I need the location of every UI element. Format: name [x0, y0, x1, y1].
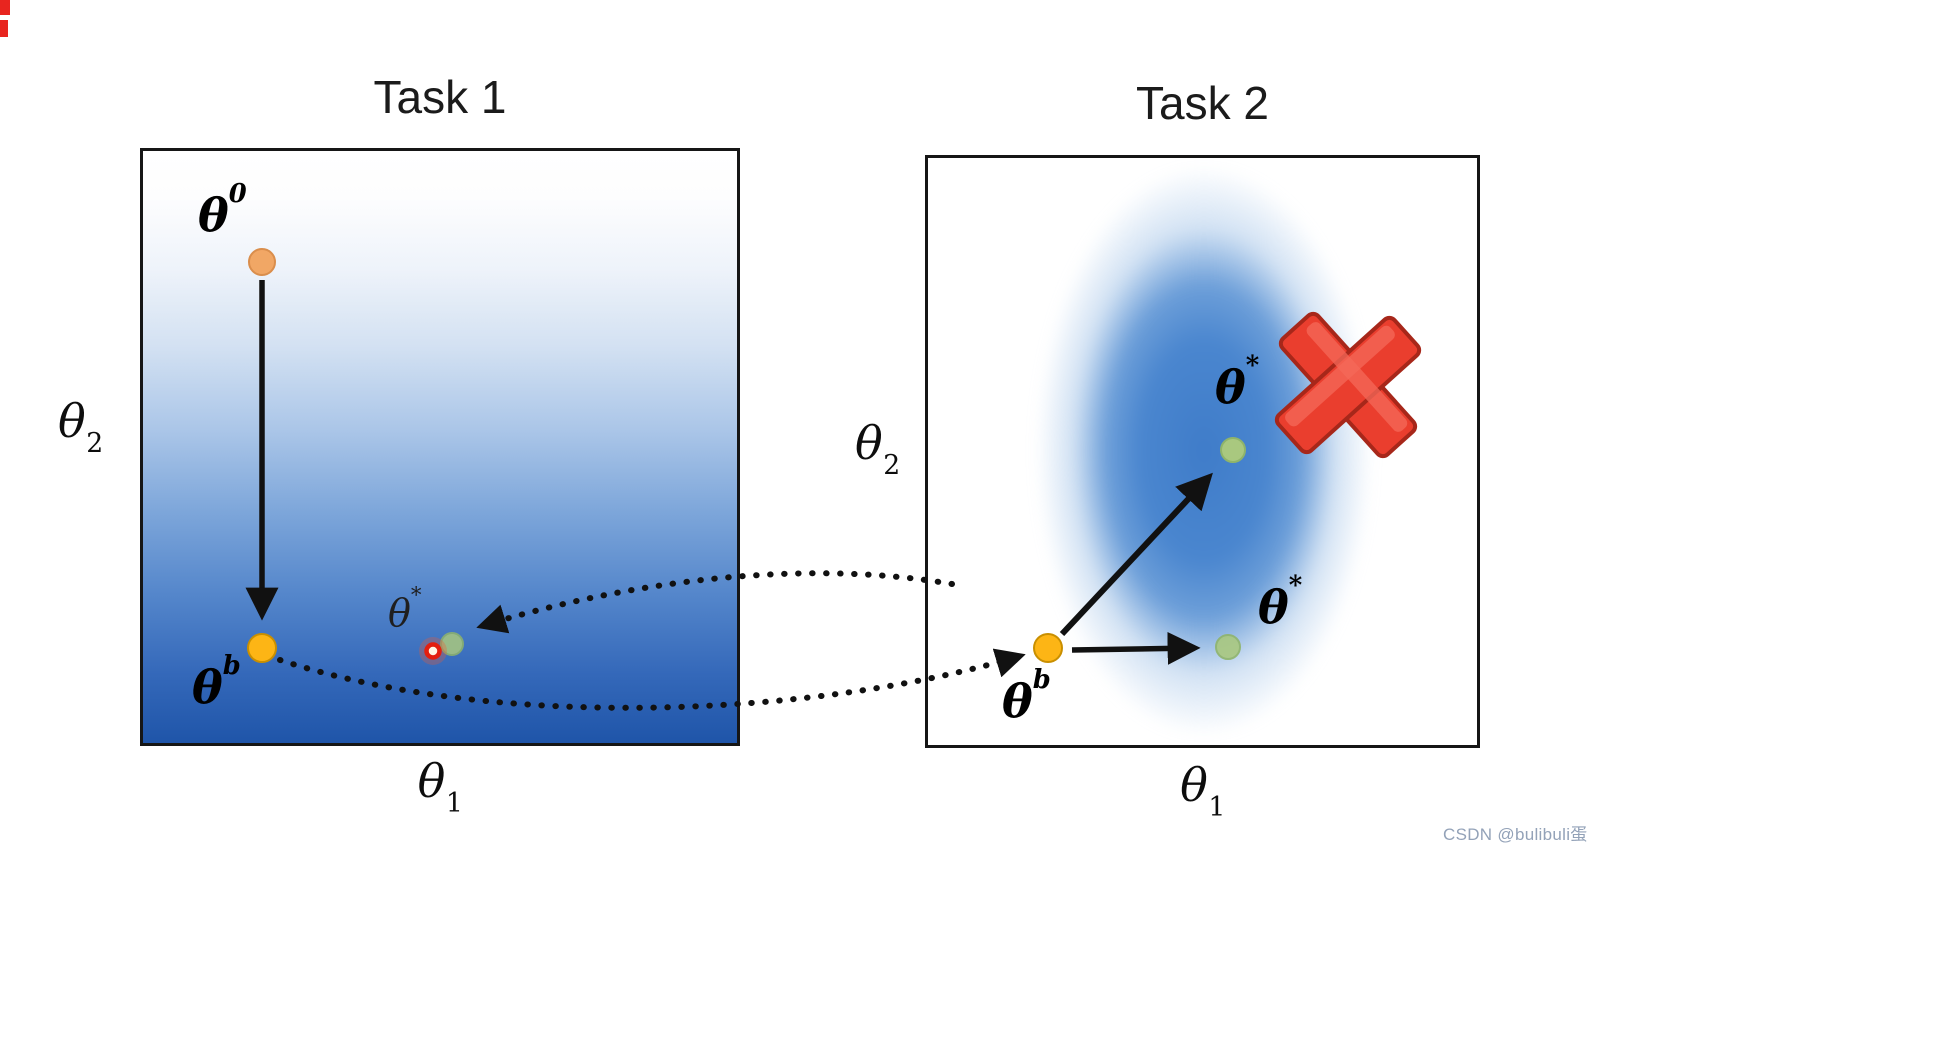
task2-low-loss-basin	[1036, 166, 1372, 736]
theta-superscript: b	[1032, 664, 1051, 695]
axis-subscript: 1	[445, 787, 463, 819]
theta-superscript: 0	[228, 178, 247, 209]
transfer-curve-to-task1	[476, 570, 955, 634]
theta-superscript: *	[1288, 570, 1303, 601]
watermark-text: CSDN @bulibuli蛋	[1443, 825, 1588, 844]
theta-superscript: *	[410, 582, 422, 608]
axis-subscript: 2	[86, 427, 104, 459]
theta-star-label-task1: θ*	[388, 585, 422, 635]
task2-x-axis-label: θ1	[925, 762, 1480, 821]
theta-init-point	[248, 248, 276, 276]
task2-horizontal-arrow	[1071, 631, 1201, 665]
theta-b-label-task1: θb	[192, 653, 241, 710]
axis-subscript: 2	[883, 449, 901, 481]
theta-symbol: θ	[192, 660, 223, 714]
theta-b-point-task1	[247, 633, 277, 663]
task2-diagonal-arrow	[1059, 472, 1213, 637]
axis-symbol: θ	[1180, 758, 1208, 812]
task1-title: Task 1	[373, 71, 507, 123]
theta-star-point-task2-top	[1220, 437, 1246, 463]
theta-init-label: θ0	[198, 181, 247, 238]
axis-symbol: θ	[58, 394, 86, 448]
theta-star-point-task1	[440, 632, 464, 656]
task1-y-axis-label: θ2	[58, 398, 103, 457]
theta-superscript: b	[222, 650, 241, 681]
theta-symbol: θ	[1258, 580, 1289, 634]
axis-symbol: θ	[417, 754, 446, 808]
axis-subscript: 1	[1208, 791, 1226, 823]
theta-star-label-task2-bottom: θ*	[1258, 573, 1302, 630]
theta-symbol: θ	[1215, 360, 1246, 414]
error-x-icon	[1274, 311, 1422, 459]
theta-superscript: *	[1245, 350, 1260, 381]
task1-x-axis-label: θ1	[140, 758, 740, 817]
theta-symbol: θ	[1002, 674, 1033, 728]
task2-title: Task 2	[1136, 77, 1269, 129]
theta-symbol: θ	[198, 188, 229, 242]
theta-star-label-task2-top: θ*	[1215, 353, 1259, 410]
theta-b-label-task2: θb	[1002, 667, 1051, 724]
target-ring-icon	[424, 642, 442, 660]
transfer-curve-to-task2	[277, 648, 1026, 711]
task2-y-axis-label: θ2	[855, 420, 900, 479]
corner-red-mark	[0, 20, 8, 37]
corner-red-mark	[0, 0, 10, 15]
theta-b-point-task2	[1033, 633, 1063, 663]
theta-symbol: θ	[388, 591, 411, 635]
theta-star-point-task2-bottom	[1215, 634, 1241, 660]
axis-symbol: θ	[855, 416, 883, 470]
